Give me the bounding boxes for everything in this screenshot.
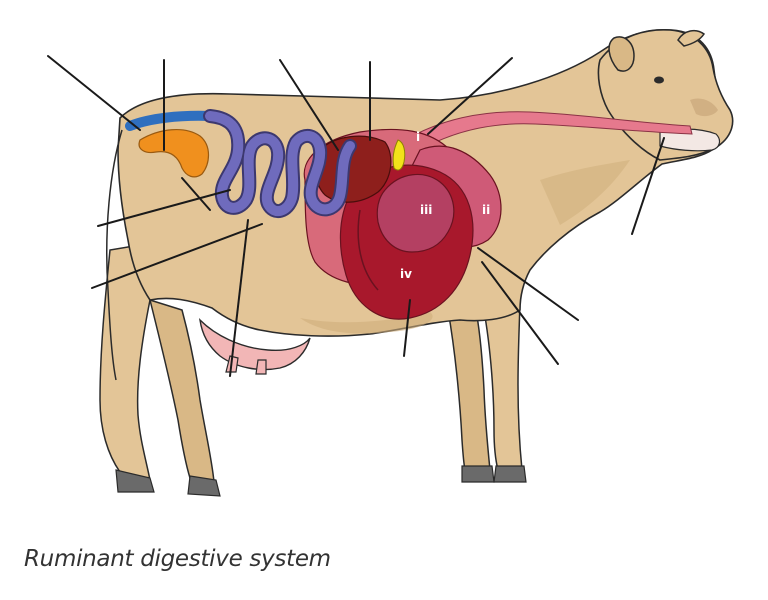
rectum [125,110,215,131]
leader-lines [47,55,665,377]
leader-line [427,57,513,135]
leader-line [477,247,579,321]
label-chamber-ii: ii [482,203,490,217]
leader-line [631,137,665,235]
leader-line [91,223,263,289]
gall-bladder [392,139,406,171]
label-chamber-iii: iii [420,203,432,217]
leader-line [181,177,211,211]
leader-line [97,189,231,227]
caecum [138,129,210,178]
horn [677,29,706,47]
muzzle-shade [690,98,718,117]
front-leg-far [447,304,491,471]
eye [654,76,664,84]
neck-shade [540,160,630,225]
hoof-hind-far [187,475,221,497]
figure-caption: Ruminant digestive system [24,546,331,572]
leader-line [279,59,339,151]
esophagus [404,111,693,151]
small-intestine-fill [205,111,355,217]
udder [199,318,311,371]
leader-line [47,55,141,131]
leader-line [403,299,411,357]
front-legs [447,294,523,471]
omasum [376,173,455,253]
ear [608,36,635,72]
hoof-front-near [493,465,527,483]
leader-line [229,219,249,377]
belly-shade [300,312,433,334]
hoof-hind-near [115,469,155,493]
leader-line [481,261,559,365]
hoof-front-far [461,465,495,483]
label-chamber-iv: iv [400,267,412,281]
stomach-chambers [303,128,502,320]
teat-2 [255,359,267,375]
label-chamber-i: i [416,130,420,144]
hooves [115,465,527,497]
rumen-fold [357,209,379,291]
